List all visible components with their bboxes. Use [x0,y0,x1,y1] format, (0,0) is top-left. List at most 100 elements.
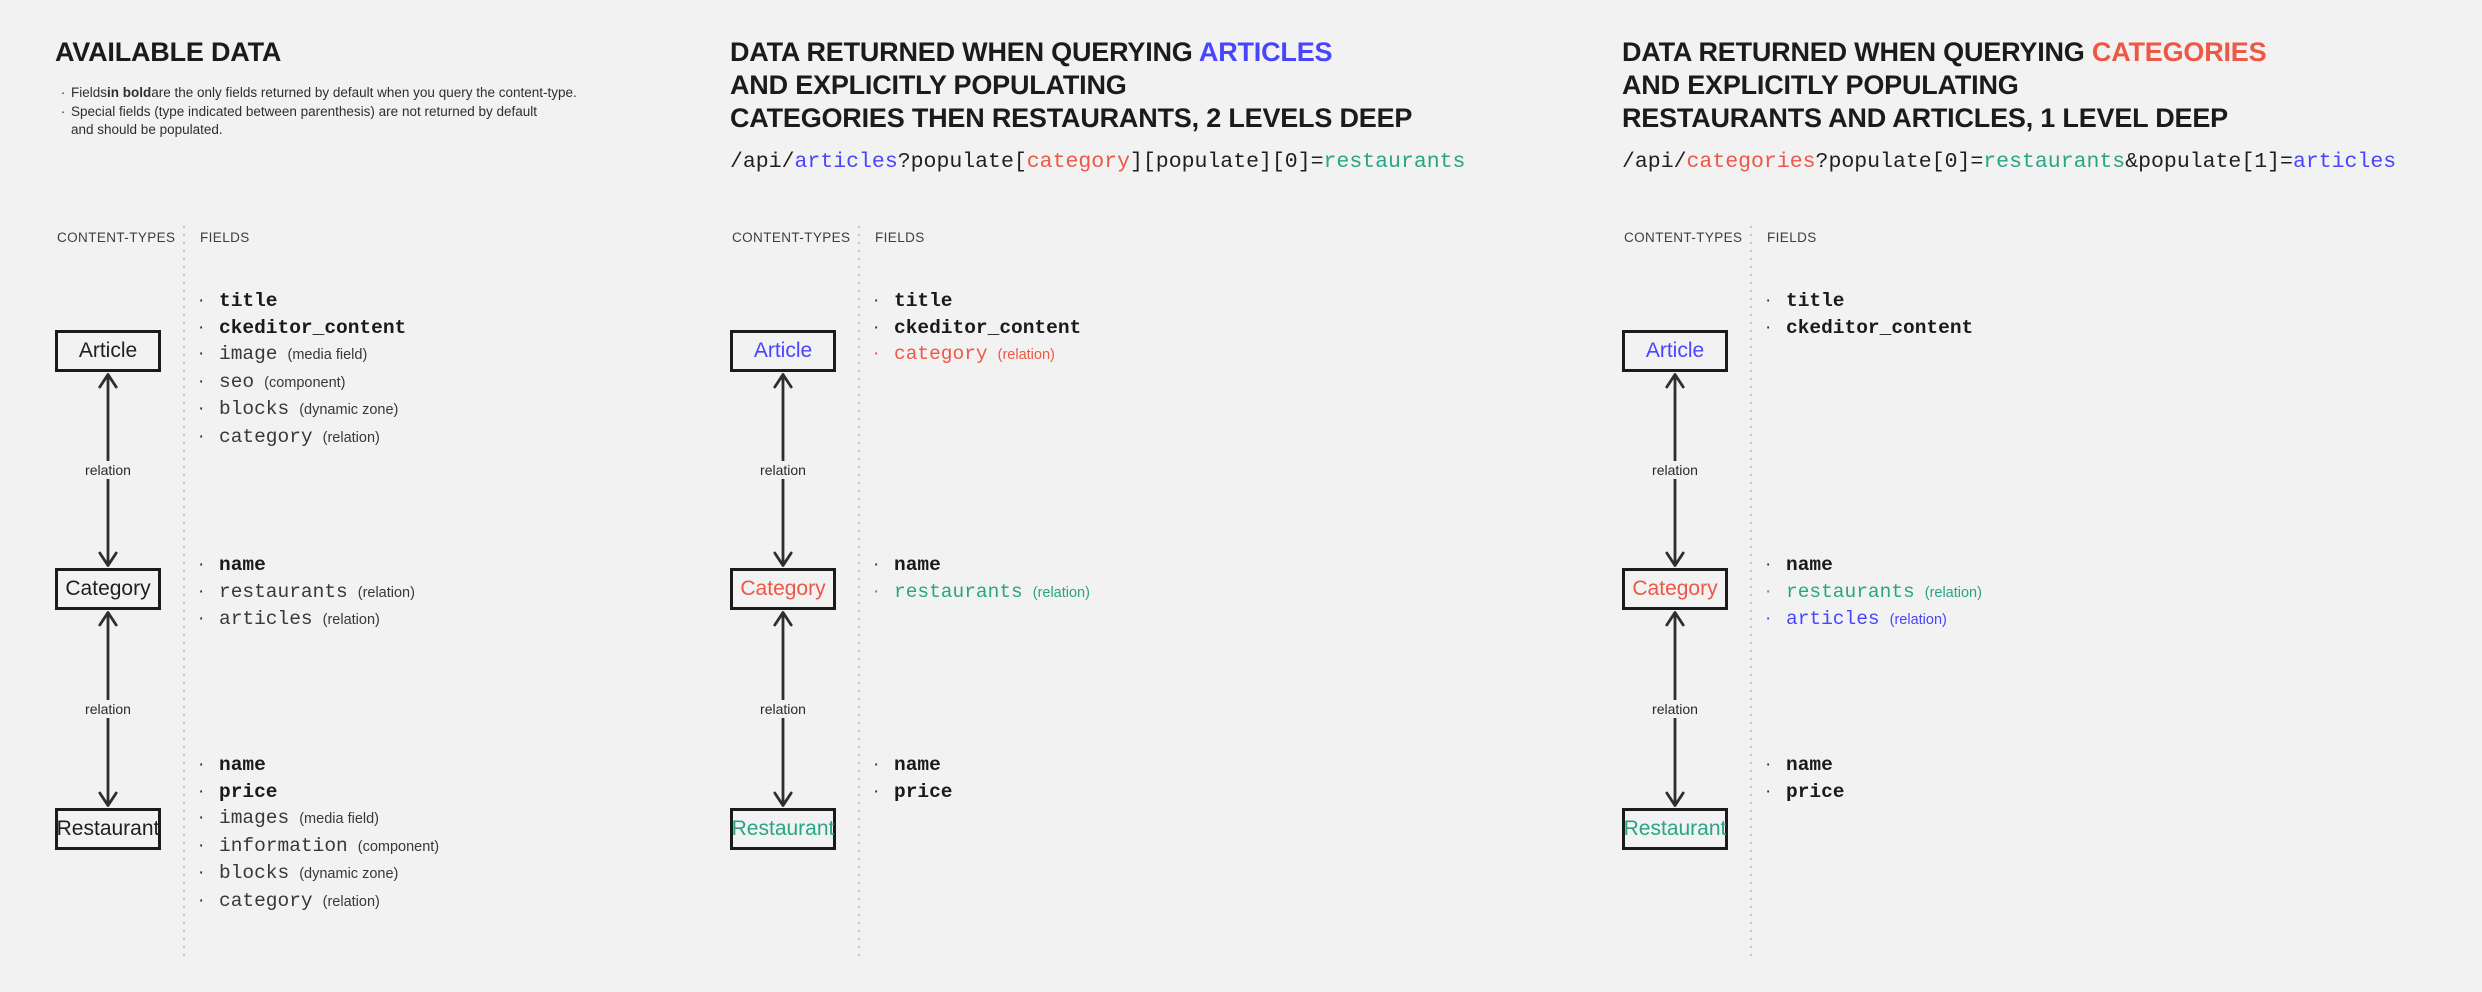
field-item: · title [1765,288,1973,315]
bullet-glyph: · [198,754,205,775]
divider [858,226,860,958]
content-type-box-category: Category [1622,568,1728,610]
bullet-glyph: · [873,290,880,311]
relation-label: relation [755,700,811,718]
panel-title-line: AND EXPLICITLY POPULATING [1622,69,2266,102]
panel-title-line: AVAILABLE DATA [55,36,281,69]
field-name: restaurants [219,580,348,603]
field-type-annotation: (relation) [1924,584,1982,601]
field-name: ckeditor_content [894,316,1082,339]
bullet-glyph: · [198,834,205,856]
field-name: restaurants [894,580,1023,603]
bullet-glyph: · [1765,316,1772,338]
bullet-glyph: · [873,343,880,364]
bullet-glyph: · [198,425,205,447]
bullet-glyph: · [198,580,205,602]
field-list-article: · title · ckeditor_content [1765,288,1973,341]
api-segment: ?populate[0]= [1815,150,1984,174]
api-segment: /api/ [1622,150,1687,174]
field-item: · seo (component) [198,369,406,397]
content-type-box-restaurant: Restaurant [1622,808,1728,850]
bullet-glyph: · [1765,554,1772,575]
field-name: information [219,834,348,857]
field-item: ·title [198,288,406,315]
field-type-annotation: (component) [357,838,440,855]
field-item: ·restaurants(relation) [1765,579,1982,607]
api-segment: articles [2292,150,2397,174]
field-name: ckeditor_content [1786,316,1974,339]
field-name: articles [1786,608,1880,630]
content-type-label: Article [78,339,138,362]
field-name: blocks [219,862,290,884]
api-segment: category [1026,150,1130,174]
api-query: /api/categories?populate[0]=restaurants&… [1622,149,2396,175]
field-type-annotation: (relation) [357,584,415,601]
legend-note: ·Special fields (type indicated between … [55,103,577,122]
content-type-label: Article [753,339,813,362]
title-segment: CATEGORIES [2091,37,2267,67]
relation-label: relation [755,461,811,479]
field-item: ·images(media field) [198,805,439,833]
field-type-annotation: (relation) [322,893,380,910]
field-list-category: · name · restaurants (relation) ·articles(rel… [198,552,415,634]
content-type-box-article: Article [55,330,161,372]
content-type-label: Restaurant [731,817,835,840]
bullet-glyph: · [198,290,205,311]
bullet-glyph: · [873,754,880,775]
field-item: ·price [198,779,439,806]
field-name: price [894,780,953,803]
field-name: category [219,425,313,448]
field-type-annotation: (dynamic zone) [299,402,399,418]
bullet-glyph: · [198,780,205,802]
field-name: name [219,754,266,776]
content-type-label: Category [1632,577,1718,600]
field-item: ·category(relation) [873,341,1081,369]
bullet-glyph: · [198,370,205,392]
content-type-box-restaurant: Restaurant [730,808,836,850]
field-item: ·articles(relation) [198,606,415,634]
api-segment: &populate[1]= [2125,150,2293,174]
field-item: · ckeditor_content [1765,315,1973,342]
field-name: image [219,343,278,365]
field-type-annotation: (media field) [287,347,368,363]
note-segment: Fields [71,85,108,100]
relation-label: relation [80,461,136,479]
title-segment: AND EXPLICITLY POPULATING [1622,70,2019,100]
field-name: articles [219,608,313,630]
field-item: · title [873,288,1081,315]
content-type-box-restaurant: Restaurant [55,808,161,850]
fields-label: FIELDS [200,230,250,245]
field-name: seo [219,370,255,393]
relation-label: relation [80,700,136,718]
field-name: price [1786,780,1845,803]
panel-title: AVAILABLE DATA [55,36,281,69]
field-item: ·category(relation) [198,888,439,916]
field-list-category: ·name·restaurants(relation) [873,552,1090,606]
field-name: name [1786,554,1833,576]
field-name: title [894,290,953,312]
field-type-annotation: (component) [264,374,346,391]
bullet-glyph: · [198,889,205,911]
field-name: name [894,754,941,776]
field-name: name [894,554,941,576]
field-type-annotation: (relation) [1032,584,1090,601]
panel-title-line: CATEGORIES THEN RESTAURANTS, 2 LEVELS DE… [730,102,1412,135]
bullet-glyph: · [873,780,880,802]
field-item: · price [873,779,953,806]
bullet-glyph: · [873,316,880,338]
relation-label: relation [1647,461,1703,479]
api-segment: /api/ [730,150,795,174]
note-segment: Special fields (type indicated between p… [71,103,538,119]
bullet-glyph: · [198,554,205,575]
field-name: title [1786,290,1845,312]
field-item: ·name [1765,752,1845,779]
field-name: name [219,554,266,576]
bullet-glyph: · [1765,780,1772,802]
bullet-glyph: · [198,343,205,364]
bullet-glyph: · [198,316,205,338]
legend-note: ·Fields in bold are the only fields retu… [55,84,577,103]
field-list-article: · title · ckeditor_content·category(relatio… [873,288,1081,369]
panel-title-line: DATA RETURNED WHEN QUERYING ARTICLES [730,36,1412,69]
bullet-glyph: · [1765,290,1772,311]
